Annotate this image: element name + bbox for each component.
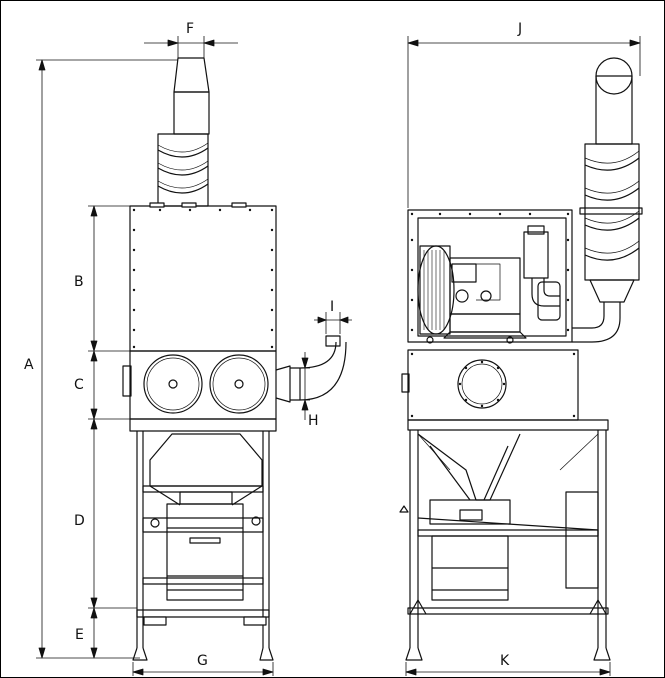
label-I: I bbox=[330, 299, 335, 315]
label-D: D bbox=[74, 513, 85, 529]
label-E: E bbox=[75, 627, 84, 643]
label-B: B bbox=[74, 274, 84, 290]
dimension-I bbox=[314, 312, 352, 334]
front-exhaust-stack bbox=[157, 57, 210, 207]
front-hopper-stand bbox=[129, 418, 277, 661]
side-exhaust-chimney bbox=[572, 57, 643, 343]
front-view bbox=[36, 36, 352, 676]
side-middle-cabinet bbox=[401, 349, 579, 421]
label-H: H bbox=[308, 413, 319, 429]
side-view bbox=[399, 36, 643, 676]
label-J: J bbox=[518, 21, 523, 37]
dimension-K bbox=[405, 662, 611, 676]
dimension-J bbox=[407, 36, 641, 208]
dimension-G bbox=[132, 662, 274, 676]
dimension-A bbox=[36, 59, 178, 659]
label-A: A bbox=[24, 357, 34, 373]
dimension-H bbox=[298, 352, 310, 420]
front-upper-cabinet bbox=[129, 202, 277, 352]
label-G: G bbox=[197, 653, 208, 669]
front-filter-section bbox=[122, 335, 347, 420]
side-stand bbox=[399, 419, 611, 661]
side-motor-housing bbox=[407, 209, 573, 344]
dimension-F bbox=[144, 36, 238, 58]
dimension-BCDE bbox=[88, 205, 137, 659]
label-F: F bbox=[186, 21, 195, 37]
label-C: C bbox=[74, 377, 84, 393]
label-K: K bbox=[500, 653, 510, 669]
